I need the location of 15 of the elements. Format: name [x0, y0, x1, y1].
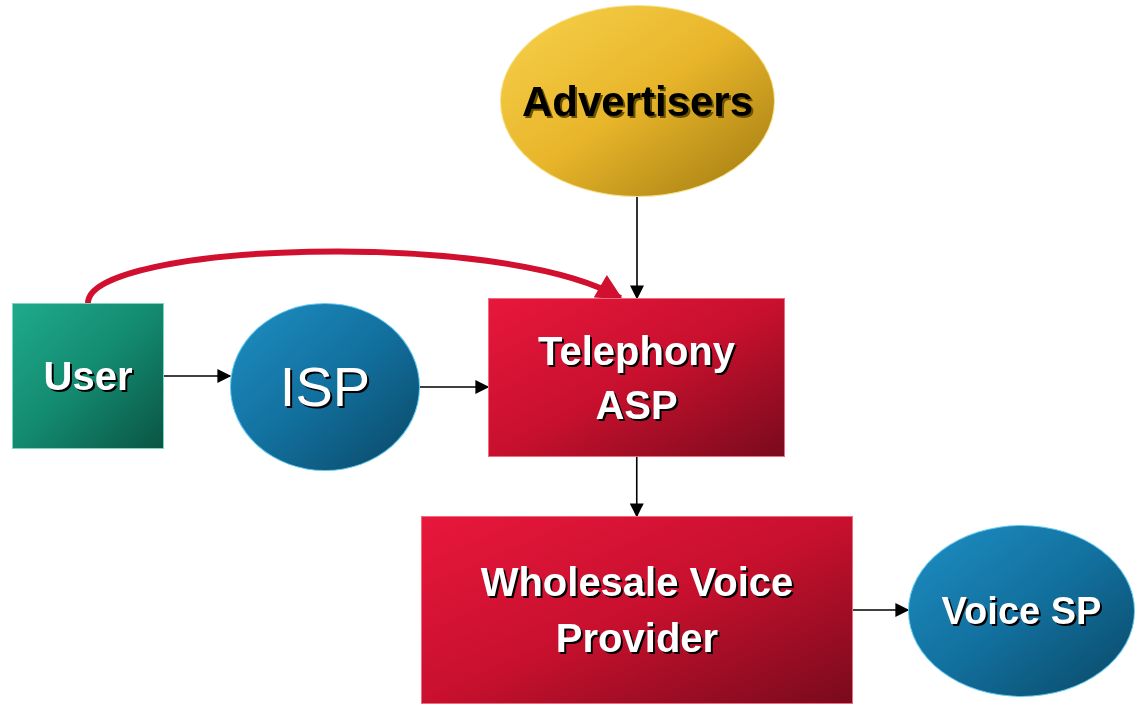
arrow [419, 380, 490, 394]
node-label: User [42, 353, 134, 400]
process-box [488, 298, 785, 457]
arrow [630, 196, 644, 300]
arrow [852, 603, 910, 617]
arrow [85, 248, 623, 305]
process-box [421, 516, 853, 704]
node-label: ISP [278, 354, 372, 420]
arrow [629, 456, 644, 518]
process-box [12, 303, 164, 449]
node-label: Advertisers [520, 76, 755, 127]
node-label: Voice SP [940, 588, 1103, 634]
node-label: Wholesale Voice Provider [479, 559, 795, 662]
node-label: Telephony ASP [536, 327, 737, 429]
arrow [163, 369, 232, 383]
